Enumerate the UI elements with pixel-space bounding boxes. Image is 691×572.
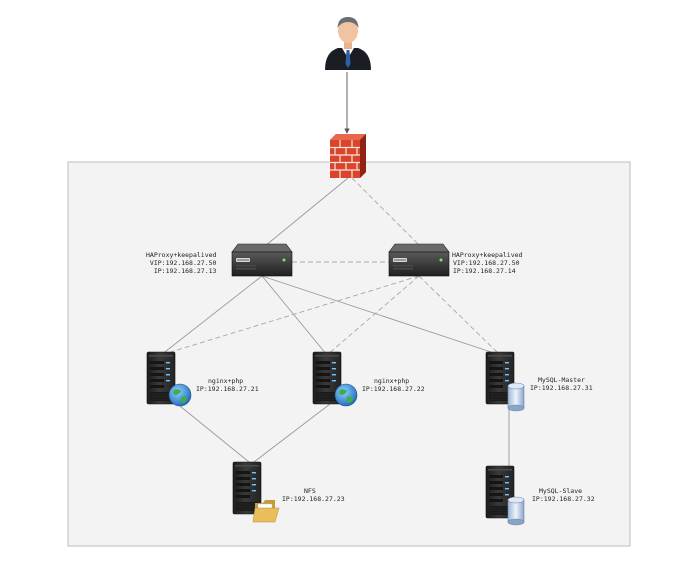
link-lb2-to-web2 <box>326 275 420 356</box>
link-lb2-to-db-master <box>418 275 501 356</box>
database-server-icon <box>485 351 525 412</box>
link-lb1-to-db-master <box>261 275 501 356</box>
link-lb1-to-web1 <box>160 275 263 356</box>
nfs-label: NFS IP:192.168.27.23 <box>282 487 345 503</box>
link-web2-to-nfs <box>253 403 331 463</box>
link-firewall-to-lb2 <box>351 177 421 247</box>
link-web1-to-nfs <box>174 401 250 463</box>
db-master-label: MySQL-Master IP:192.168.27.31 <box>530 376 593 392</box>
file-server-icon <box>232 461 280 523</box>
web2-name: nginx+php <box>374 377 410 385</box>
db-slave-label: MySQL-Slave IP:192.168.27.32 <box>532 487 595 503</box>
web1-label: nginx+php IP:192.168.27.21 <box>196 377 259 393</box>
database-server-icon <box>485 465 525 526</box>
load-balancer-icon <box>388 243 450 277</box>
web2-ip: IP:192.168.27.22 <box>362 385 425 393</box>
web-server-icon <box>146 351 192 407</box>
businessman-icon <box>325 17 371 70</box>
lb1-vip: VIP:192.168.27.50 <box>149 259 217 267</box>
lb2-ip: IP:192.168.27.14 <box>453 267 516 275</box>
load-balancer-icon <box>231 243 293 277</box>
globe-icon <box>334 383 358 407</box>
db-slave-name: MySQL-Slave <box>539 487 583 495</box>
web1-ip: IP:192.168.27.21 <box>196 385 259 393</box>
lb1-ip: IP:192.168.27.13 <box>153 267 217 275</box>
folder-icon <box>252 500 280 523</box>
link-firewall-to-lb1 <box>264 177 349 247</box>
database-cylinder-icon <box>507 496 525 526</box>
lb2-label: HAProxy+keepalived VIP:192.168.27.50 IP:… <box>452 251 522 275</box>
db-master-ip: IP:192.168.27.31 <box>530 384 593 392</box>
nfs-name: NFS <box>304 487 316 495</box>
web1-name: nginx+php <box>208 377 244 385</box>
connection-lines <box>160 72 510 466</box>
globe-icon <box>168 383 192 407</box>
lb2-name: HAProxy+keepalived <box>452 251 523 259</box>
nfs-ip: IP:192.168.27.23 <box>282 495 345 503</box>
link-lb1-to-web2 <box>261 275 328 356</box>
firewall-icon <box>330 134 366 178</box>
lb1-label: HAProxy+keepalived VIP:192.168.27.50 IP:… <box>146 251 216 275</box>
web-server-icon <box>312 351 358 407</box>
web2-label: nginx+php IP:192.168.27.22 <box>362 377 425 393</box>
link-lb2-to-web1 <box>160 275 420 356</box>
database-cylinder-icon <box>507 382 525 412</box>
lb1-name: HAProxy+keepalived <box>146 251 217 259</box>
db-master-name: MySQL-Master <box>538 376 585 384</box>
db-slave-ip: IP:192.168.27.32 <box>532 495 595 503</box>
lb2-vip: VIP:192.168.27.50 <box>453 259 520 267</box>
